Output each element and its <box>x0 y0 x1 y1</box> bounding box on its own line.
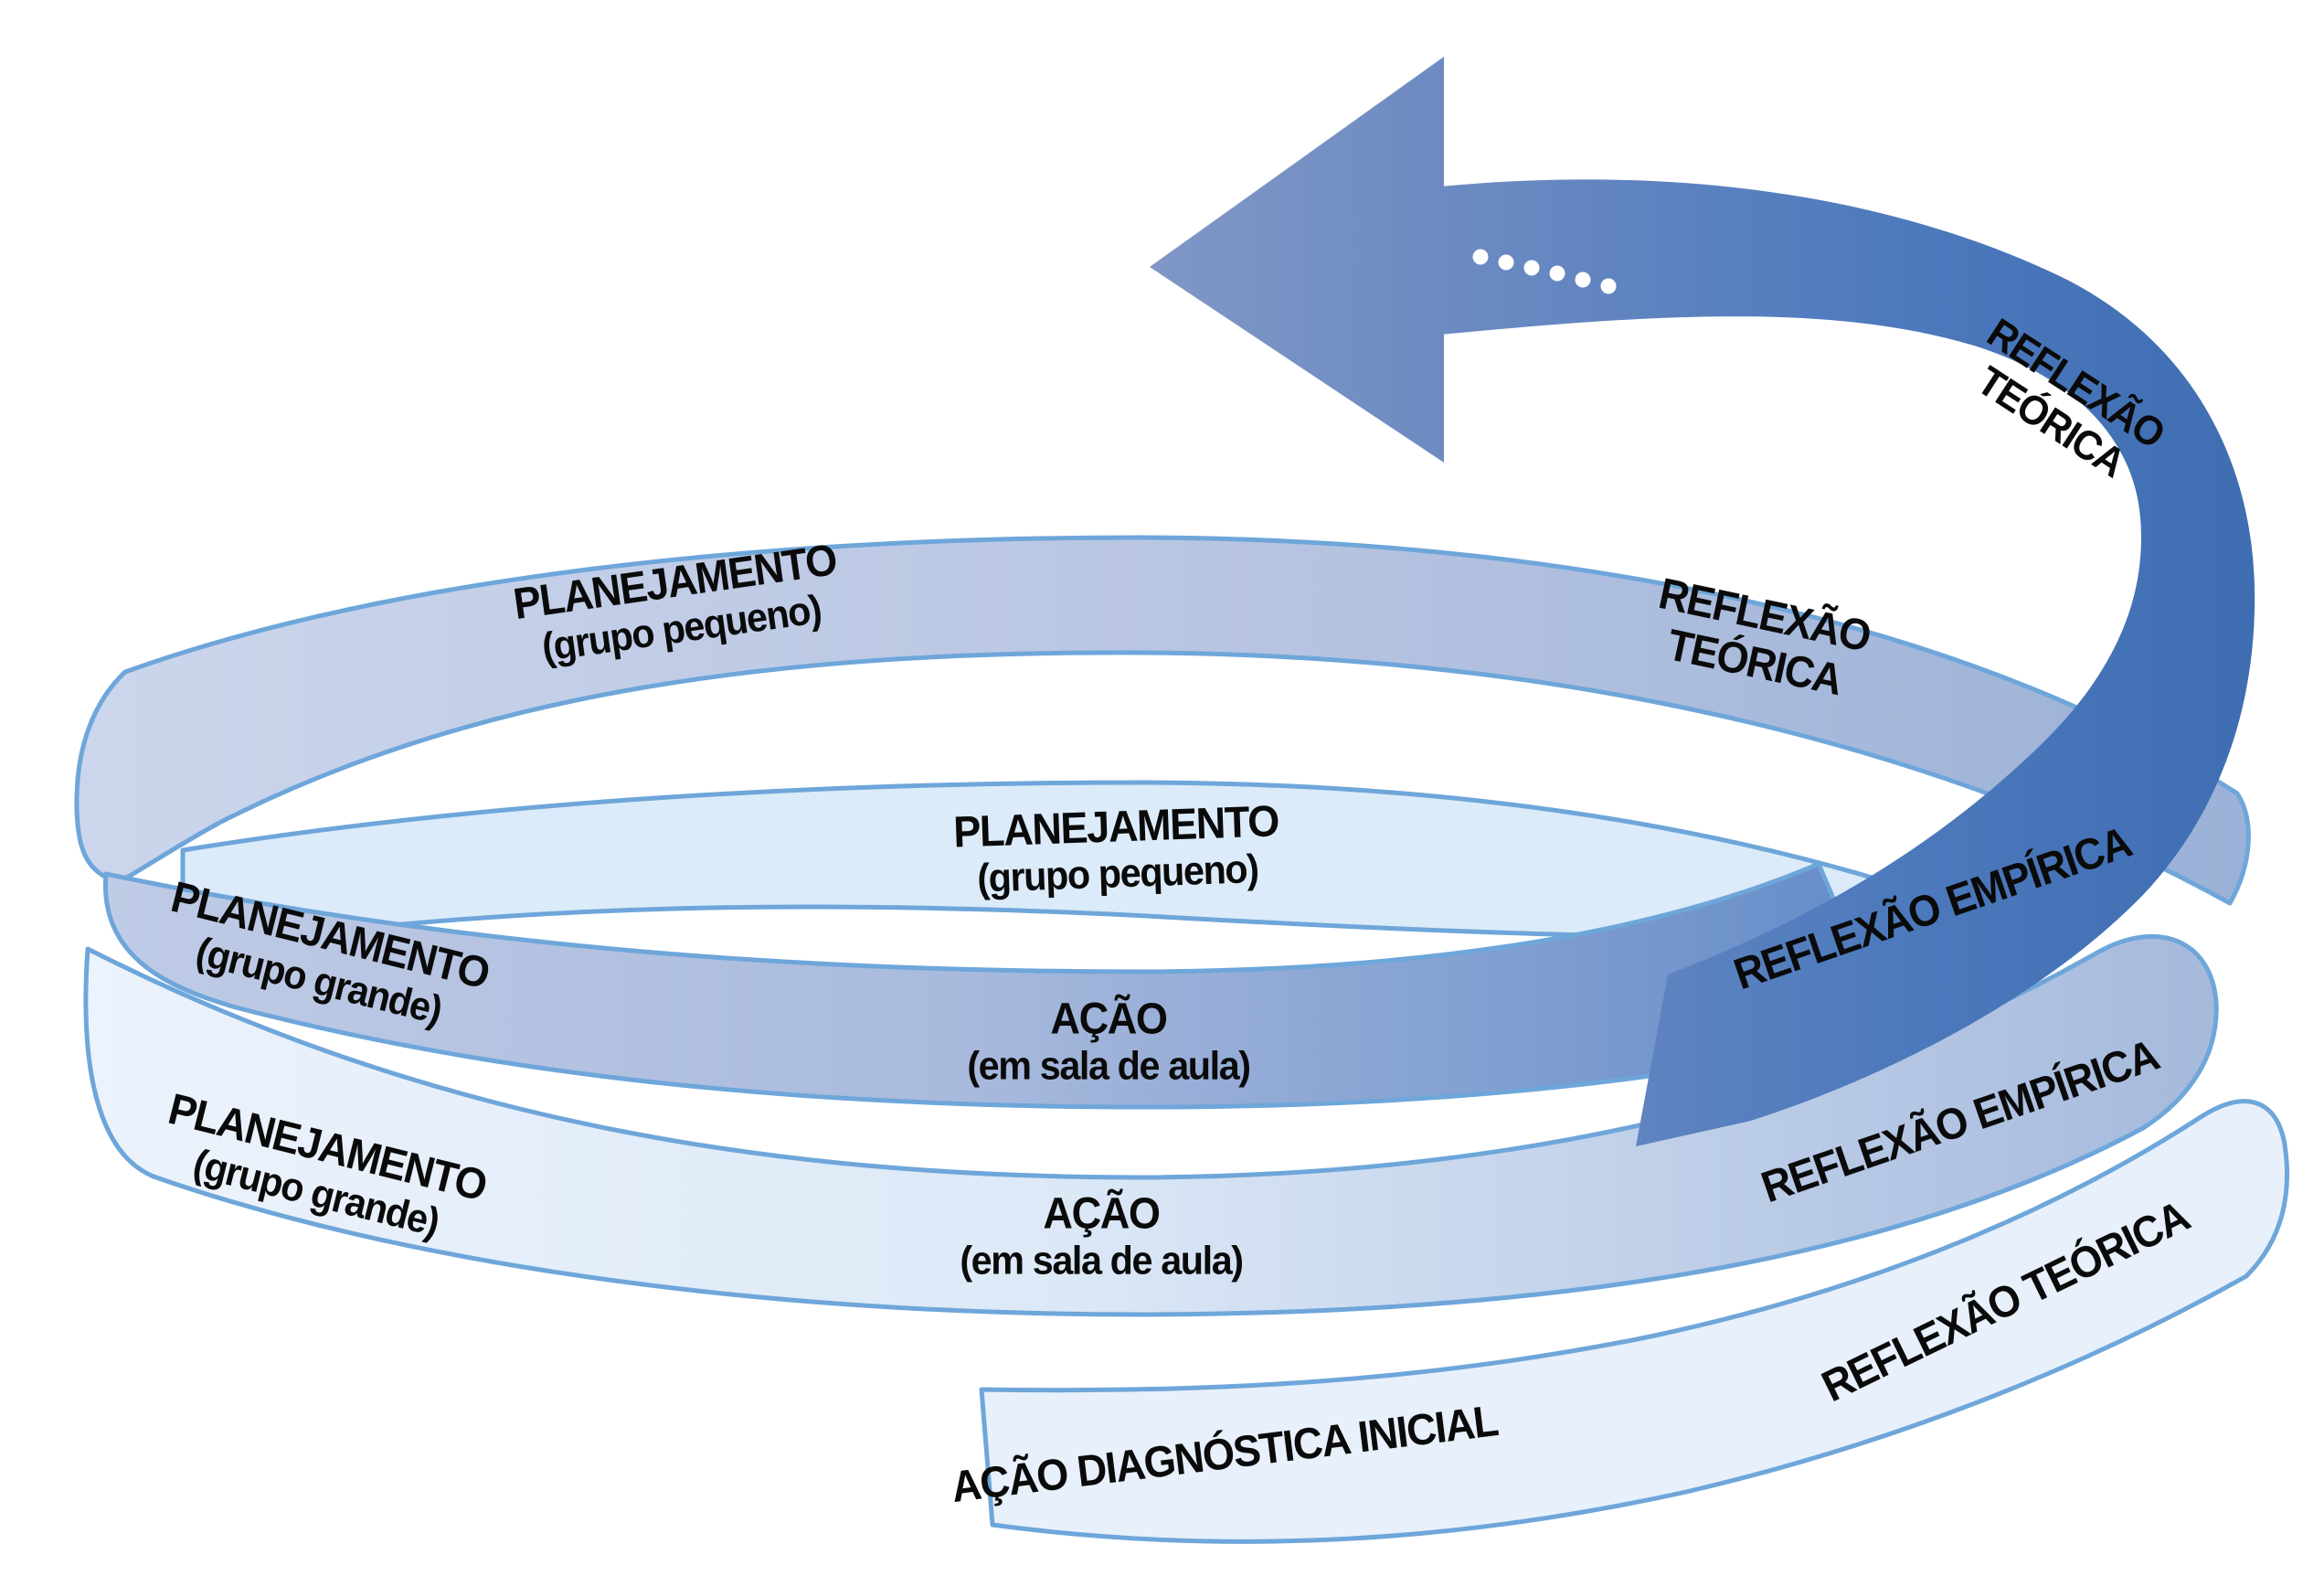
band-top-loop-back <box>74 535 2251 906</box>
band-middle-loop-front <box>83 933 2219 1317</box>
arrow-dots-icon <box>1472 249 1617 294</box>
band-arrow-tail <box>1440 179 2255 1147</box>
arrowhead-icon <box>1150 57 1444 463</box>
band-bottom-loop <box>979 1099 2290 1544</box>
label-planejamento-pequeno-mid: PLANEJAMENTO (grupo pequeno) <box>952 797 1279 901</box>
label-acao-sala-upper: AÇÃO (em sala de aula) <box>967 995 1251 1089</box>
label-acao-sala-lower: AÇÃO (em sala de aula) <box>960 1189 1244 1283</box>
